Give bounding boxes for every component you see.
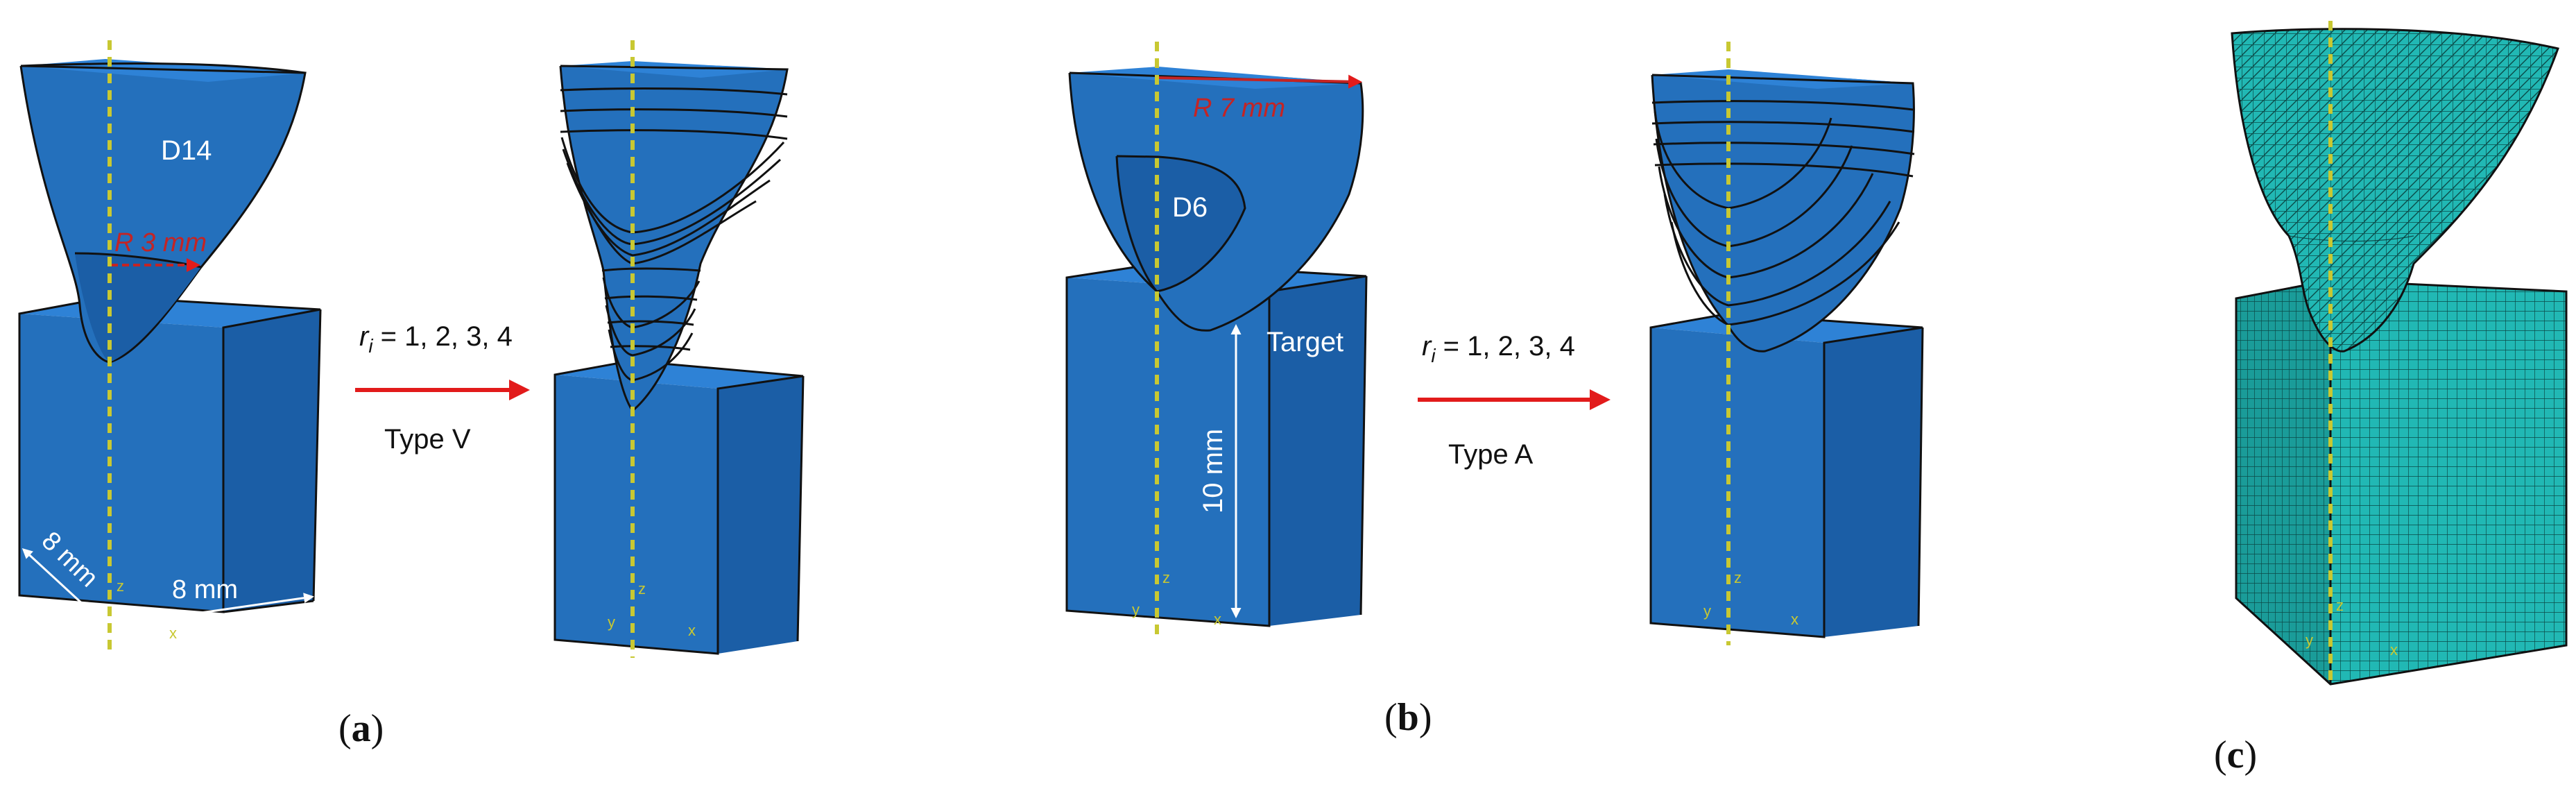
caption-a: (a) bbox=[338, 707, 384, 750]
b-layered-axis-label-y: y bbox=[1703, 602, 1711, 620]
b-projectile-tag-d6: D6 bbox=[1172, 192, 1208, 223]
b-layer-band-1 bbox=[1651, 100, 1914, 111]
meshed-model: x y z bbox=[2231, 21, 2568, 687]
layer-arc-1 bbox=[560, 137, 785, 234]
target-side-face bbox=[223, 309, 320, 612]
target-label: Target bbox=[1266, 327, 1343, 357]
mesh-neck-line bbox=[2288, 235, 2414, 242]
b-radius-annotation: R 7 mm bbox=[1158, 74, 1362, 123]
tip-arc-2 bbox=[605, 305, 696, 357]
layered-target-side bbox=[718, 376, 803, 654]
transform-subscript: i bbox=[368, 335, 373, 357]
radius-annotation: R 3 mm bbox=[111, 228, 207, 272]
mesh-axis-label-y: y bbox=[2305, 631, 2313, 649]
panel-a: D14 R 3 mm 8 mm 8 mm x z ri = 1, 2, 3, 4 bbox=[18, 40, 805, 750]
layered-projectile-body bbox=[560, 64, 787, 411]
b-target-front-face bbox=[1067, 278, 1269, 626]
width-dimension-line bbox=[117, 593, 314, 629]
transform-variable: r bbox=[359, 321, 370, 352]
b-radius-label: R 7 mm bbox=[1193, 94, 1285, 123]
tip-hemisphere-edge bbox=[74, 252, 202, 269]
panel-b-original-model: R 7 mm D6 Target 10 mm x y z bbox=[1065, 42, 1368, 637]
b-projectile-outline bbox=[1068, 71, 1364, 332]
axis-label-z: z bbox=[117, 577, 124, 595]
type-label: Type V bbox=[384, 424, 471, 455]
mesh-target-side bbox=[2330, 280, 2566, 684]
panel-b-layered-model: x y z bbox=[1649, 42, 1924, 645]
b-layered-target-side bbox=[1824, 328, 1923, 637]
panel-a-transform: ri = 1, 2, 3, 4 Type V bbox=[355, 321, 530, 455]
radius-label: R 3 mm bbox=[114, 228, 207, 257]
b-layered-axis-label-x: x bbox=[1791, 611, 1798, 628]
projectile-outline bbox=[19, 65, 307, 364]
height-dimension: 10 mm bbox=[1198, 324, 1242, 618]
b-layer-arc-4 bbox=[1663, 194, 1891, 307]
b-layer-arc-5 bbox=[1670, 221, 1900, 326]
b-axis-label-z: z bbox=[1162, 569, 1170, 586]
transform-formula: ri = 1, 2, 3, 4 bbox=[359, 321, 513, 357]
b-axis-label-x: x bbox=[1214, 611, 1221, 628]
tip-band-3 bbox=[607, 320, 694, 326]
tip-hemisphere bbox=[75, 253, 201, 362]
layered-target-front bbox=[555, 375, 718, 654]
b-transform-subscript: i bbox=[1431, 345, 1436, 366]
mesh-projectile-outline bbox=[2231, 28, 2559, 353]
axis-label-x: x bbox=[169, 625, 177, 642]
target-front-face bbox=[19, 314, 223, 612]
layered-projectile-top bbox=[560, 61, 787, 78]
layered-target-edge-s bbox=[796, 375, 805, 642]
caption-c: (c) bbox=[2214, 733, 2257, 776]
b-layered-axis-label-z: z bbox=[1734, 569, 1742, 586]
height-dimension-label: 10 mm bbox=[1198, 429, 1228, 513]
b-transform-values: = 1, 2, 3, 4 bbox=[1436, 331, 1575, 362]
b-transform-formula: ri = 1, 2, 3, 4 bbox=[1422, 331, 1575, 366]
width-dimension: 8 mm bbox=[117, 575, 314, 629]
target-edge-side bbox=[312, 309, 322, 602]
panel-a-original-model: D14 R 3 mm 8 mm 8 mm x z bbox=[18, 40, 322, 652]
b-layered-projectile-body bbox=[1652, 74, 1914, 352]
b-radius-arrow bbox=[1158, 74, 1362, 89]
transform-values: = 1, 2, 3, 4 bbox=[373, 321, 513, 352]
panel-b: R 7 mm D6 Target 10 mm x y z ri = 1, 2, … bbox=[1065, 42, 1924, 739]
b-target-edge-s bbox=[1359, 275, 1368, 616]
mesh-target-front bbox=[2236, 280, 2330, 684]
layered-axis-label-z: z bbox=[638, 580, 646, 597]
mesh-axis-label-x: x bbox=[2390, 641, 2398, 659]
b-layer-band-4 bbox=[1654, 162, 1914, 178]
panel-a-layered-model: x y z bbox=[553, 40, 805, 658]
projectile-tag-d14: D14 bbox=[161, 135, 212, 166]
caption-b: (b) bbox=[1384, 696, 1432, 739]
b-layer-band-3 bbox=[1653, 142, 1915, 155]
b-axis-label-y: y bbox=[1132, 601, 1140, 618]
layer-band-3 bbox=[560, 129, 788, 140]
mesh-projectile-body bbox=[2232, 28, 2558, 352]
tip-band-1 bbox=[601, 267, 701, 272]
b-type-label: Type A bbox=[1448, 439, 1534, 470]
panel-b-transform: ri = 1, 2, 3, 4 Type A bbox=[1418, 331, 1611, 470]
projectile-top-edge bbox=[20, 62, 306, 74]
layer-band-2 bbox=[560, 108, 788, 118]
layered-axis-label-y: y bbox=[608, 613, 615, 631]
layer-band-1 bbox=[560, 87, 788, 96]
mesh-axis-label-z: z bbox=[2336, 597, 2344, 614]
b-inner-hemisphere-edge bbox=[1115, 155, 1246, 293]
panel-c: x y z (c) bbox=[2214, 21, 2568, 776]
b-layered-target-front bbox=[1651, 328, 1824, 637]
width-dimension-label: 8 mm bbox=[172, 575, 238, 604]
b-layer-band-2 bbox=[1651, 121, 1915, 133]
b-target-side-face bbox=[1269, 276, 1366, 626]
depth-dimension-line bbox=[22, 547, 113, 632]
b-layered-target-edge-s bbox=[1917, 327, 1924, 627]
b-transform-variable: r bbox=[1422, 331, 1432, 362]
layered-axis-label-x: x bbox=[688, 622, 696, 639]
